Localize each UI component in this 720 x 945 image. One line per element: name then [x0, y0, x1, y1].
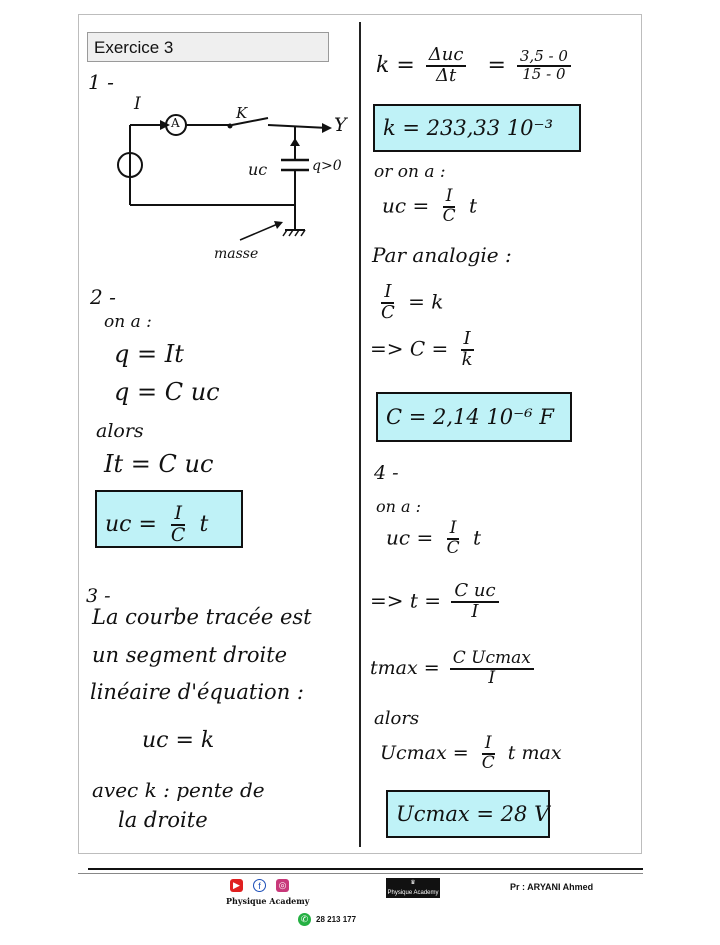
k-eq2: = — [487, 52, 506, 78]
c-formula: => C = I k — [370, 329, 480, 370]
circuit-diagram — [117, 114, 332, 241]
uc-num: I — [442, 187, 456, 208]
c-result-box: C = 2,14 10⁻⁶ F — [376, 392, 572, 442]
c-lhs: => C = — [370, 336, 449, 361]
k-formula: k = Δuc Δt = 3,5 - 0 15 - 0 — [376, 45, 575, 86]
part4-uc-lhs: uc = — [386, 525, 434, 550]
ucmax-lhs: Ucmax = — [380, 741, 469, 764]
uc-lhs: uc = — [382, 193, 430, 218]
part3-line5: la droite — [118, 808, 208, 832]
part4-uc-den: C — [446, 537, 460, 558]
uc-den: C — [442, 205, 456, 226]
ik-tail: = k — [408, 289, 444, 314]
switch-label: K — [236, 104, 248, 122]
c-result: C = 2,14 10⁻⁶ F — [386, 405, 554, 429]
exercise-title: Exercice 3 — [87, 32, 329, 62]
voltage-label: uc — [248, 160, 268, 179]
part2-eq3: It = C uc — [104, 450, 214, 478]
part2-result-lhs: uc = — [105, 511, 157, 537]
t-formula: => t = C uc I — [370, 581, 503, 622]
author-label: Pr : ARYANI Ahmed — [510, 882, 594, 892]
k-den: Δt — [435, 64, 457, 86]
analogy-label: Par analogie : — [372, 243, 512, 267]
ik-den: C — [381, 301, 395, 323]
k-result-box: k = 233,33 10⁻³ — [373, 104, 581, 152]
part3-line3: linéaire d'équation : — [90, 680, 304, 704]
tmax-lhs: tmax = — [370, 656, 440, 679]
ammeter-label: A — [171, 116, 180, 130]
ucmax-result-box: Ucmax = 28 V — [386, 790, 550, 838]
charge-label: q>0 — [312, 158, 342, 174]
y-label: Y — [334, 114, 347, 136]
k-num: Δuc — [425, 45, 467, 67]
brand-label: Physique Academy — [226, 896, 310, 906]
uc-tail: t — [468, 193, 477, 218]
part2-number: 2 - — [90, 285, 116, 309]
or-on-a: or on a : — [374, 162, 446, 182]
t-num: C uc — [451, 581, 499, 603]
column-divider — [359, 22, 361, 847]
k-lhs: k = — [376, 52, 415, 78]
uc-formula: uc = I C t — [382, 187, 477, 226]
part4-uc-formula: uc = I C t — [386, 519, 481, 558]
current-label: I — [134, 94, 141, 114]
k-den2: 15 - 0 — [522, 64, 566, 83]
c-den: k — [461, 348, 473, 370]
part3-line1: La courbe tracée est — [92, 605, 312, 629]
part1-number: 1 - — [88, 70, 114, 94]
instagram-icon[interactable]: ◎ — [276, 879, 289, 892]
k-num2: 3,5 - 0 — [516, 48, 571, 67]
part2-result-den: C — [170, 523, 186, 546]
tmax-formula: tmax = C Ucmax I — [370, 649, 538, 688]
part2-result-box: uc = I C t — [95, 490, 243, 548]
part4-number: 4 - — [374, 462, 399, 484]
part4-intro: on a : — [376, 497, 422, 516]
part2-result-tail: t — [199, 511, 209, 537]
ucmax-tail: t max — [507, 741, 562, 764]
t-lhs: => t = — [370, 588, 442, 613]
c-num: I — [460, 329, 474, 351]
part2-result-num: I — [171, 503, 185, 526]
whatsapp-icon[interactable]: ✆ — [298, 913, 311, 926]
ucmax-den: C — [481, 752, 495, 773]
ik-num: I — [381, 282, 395, 304]
part4-then: alors — [374, 708, 420, 729]
k-result: k = 233,33 10⁻³ — [383, 116, 554, 140]
part3-line4: avec k : pente de — [92, 778, 265, 802]
ik-formula: I C = k — [374, 282, 444, 323]
tmax-den: I — [488, 667, 496, 688]
part3-number: 3 - — [86, 585, 111, 607]
tmax-num: C Ucmax — [449, 649, 534, 670]
phone-number[interactable]: 28 213 177 — [316, 915, 357, 924]
part2-eq1: q = It — [114, 340, 184, 368]
ucmax-formula: Ucmax = I C t max — [380, 734, 562, 773]
physique-academy-logo: ♛ Physique Academy — [386, 878, 440, 898]
footer-rule — [88, 868, 643, 870]
footer-rule-thin — [78, 873, 643, 874]
part4-uc-tail: t — [472, 525, 481, 550]
facebook-icon[interactable]: f — [253, 879, 266, 892]
part2-then: alors — [96, 420, 144, 442]
part3-eq: uc = k — [142, 728, 215, 753]
ground-label: masse — [214, 246, 259, 262]
part3-line2: un segment droite — [92, 643, 288, 667]
part4-uc-num: I — [446, 519, 460, 540]
logo-crown-icon: ♛ — [410, 880, 416, 886]
logo-text: Physique Academy — [387, 890, 439, 896]
ucmax-num: I — [481, 734, 495, 755]
youtube-icon[interactable]: ▶ — [230, 879, 243, 892]
t-den: I — [471, 600, 479, 622]
part2-eq2: q = C uc — [114, 378, 220, 406]
part2-intro: on a : — [104, 312, 152, 332]
ucmax-result: Ucmax = 28 V — [396, 802, 550, 826]
